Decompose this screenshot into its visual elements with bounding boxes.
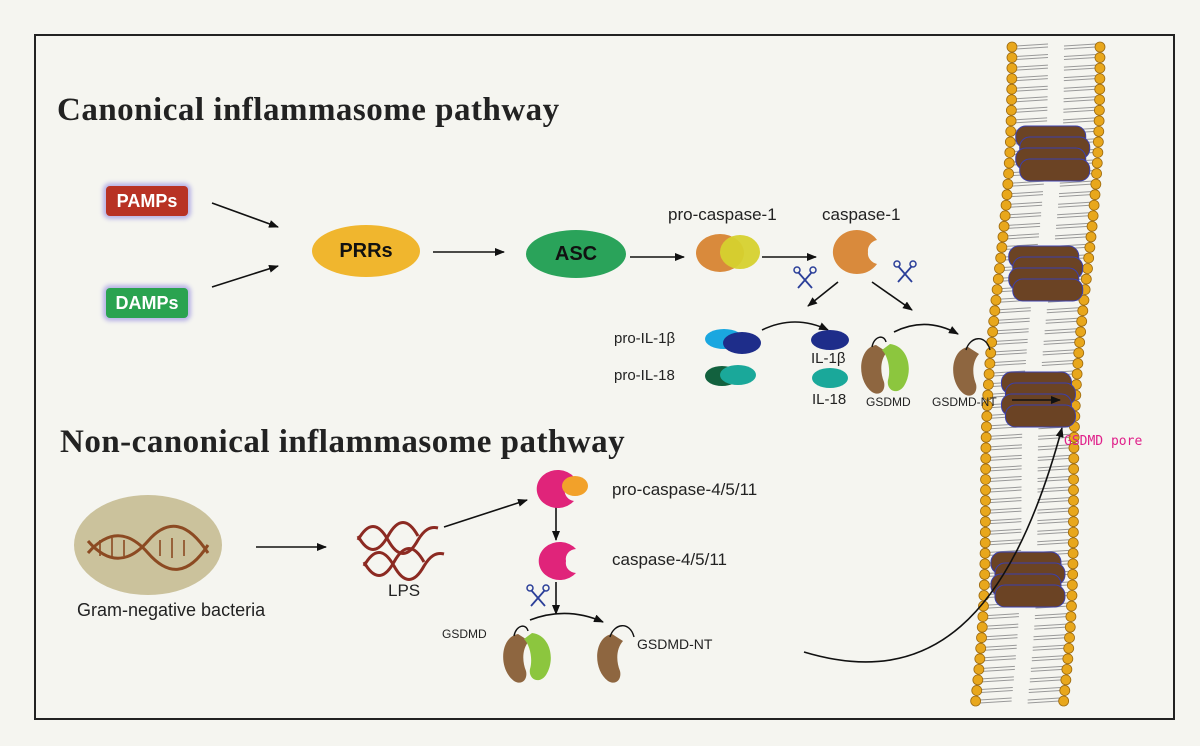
dna-icon: [86, 524, 210, 571]
pamps-box: PAMPs: [106, 186, 188, 216]
bacteria-icon: [74, 495, 222, 595]
il-1b-label: IL-1β: [811, 350, 846, 367]
asc-node: ASC: [526, 230, 626, 278]
arrow-casp1-gsdmd: [871, 281, 913, 311]
lps-wave-icon: [356, 521, 445, 581]
lps-label: LPS: [388, 581, 421, 600]
pro-caspase-4511-icon: [536, 470, 588, 509]
il-18-icon: [812, 368, 848, 388]
pro-il-18-label: pro-IL-18: [614, 367, 675, 384]
arrow-gsdmd-cleave-bottom: [529, 612, 604, 623]
gsdmd-bottom-label: GSDMD: [442, 627, 487, 641]
gram-negative-label: Gram-negative bacteria: [77, 600, 266, 620]
arrow-damps-prrs: [211, 264, 279, 288]
arrow-casp1-il: [807, 281, 839, 307]
pro-caspase-4511-label: pro-caspase-4/5/11: [612, 480, 758, 499]
canonical-title: Canonical inflammasome pathway: [57, 92, 560, 128]
gsdmd-nt-icon: [953, 338, 991, 396]
il-18-label: IL-18: [812, 391, 847, 408]
gsdmd-pore-icon: [990, 125, 1091, 608]
arrow-pamps-prrs: [211, 202, 279, 228]
scissors-icon: [893, 260, 917, 283]
caspase-1-label: caspase-1: [822, 205, 901, 224]
scissors-icon: [526, 584, 550, 607]
gsdmd-icon: [861, 336, 909, 394]
arrow-noncanonical-pore: [803, 427, 1064, 663]
caspase-4511-icon: [538, 542, 576, 580]
arrows: [211, 202, 1064, 663]
pro-caspase-1-icon: [696, 234, 760, 272]
scissors-icon: [793, 266, 817, 289]
arrow-lps-casp4: [443, 498, 528, 528]
prrs-node: PRRs: [312, 225, 420, 277]
gsdmd-nt-bottom-label: GSDMD-NT: [637, 636, 713, 652]
arrow-il-maturation: [761, 321, 829, 331]
caspase-1-icon: [832, 230, 877, 274]
damps-box: DAMPs: [106, 288, 188, 318]
il-1b-icon: [811, 330, 849, 350]
pro-il-1b-icon: [705, 329, 761, 354]
gsdmd-pore-label: GSDMD pore: [1064, 434, 1143, 449]
noncanonical-title: Non-canonical inflammasome pathway: [60, 424, 626, 460]
pro-il-1b-label: pro-IL-1β: [614, 330, 676, 347]
gsdmd-top-label: GSDMD: [866, 395, 911, 409]
diagram-frame: [34, 34, 1175, 720]
gsdmd-nt-top-label: GSDMD-NT: [932, 395, 997, 409]
gsdmd-icon: [503, 625, 551, 683]
pro-caspase-1-label: pro-caspase-1: [668, 205, 777, 224]
gsdmd-nt-icon: [597, 625, 635, 683]
caspase-4511-label: caspase-4/5/11: [612, 550, 727, 569]
arrow-gsdmd-cleave-top: [893, 323, 959, 335]
pro-il-18-icon: [705, 365, 756, 386]
